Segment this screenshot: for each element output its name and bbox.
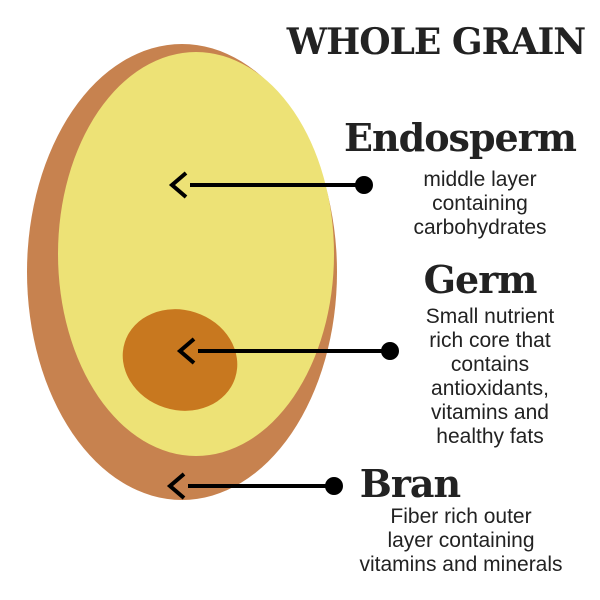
germ-pointer-arrow xyxy=(176,337,399,365)
diagram-title: WHOLE GRAIN xyxy=(286,21,586,63)
bran-description: Fiber rich outer layer containing vitami… xyxy=(359,505,563,576)
germ-core xyxy=(122,309,238,411)
endosperm-description: middle layer containing carbohydrates xyxy=(413,168,547,239)
endosperm-pointer-arrow xyxy=(168,171,373,199)
germ-description: Small nutrient rich core that contains a… xyxy=(425,305,555,448)
endosperm-label: Endosperm xyxy=(344,115,577,160)
germ-label: Germ xyxy=(423,257,538,302)
bran-pointer-arrow xyxy=(166,472,343,500)
bran-label: Bran xyxy=(359,461,461,506)
